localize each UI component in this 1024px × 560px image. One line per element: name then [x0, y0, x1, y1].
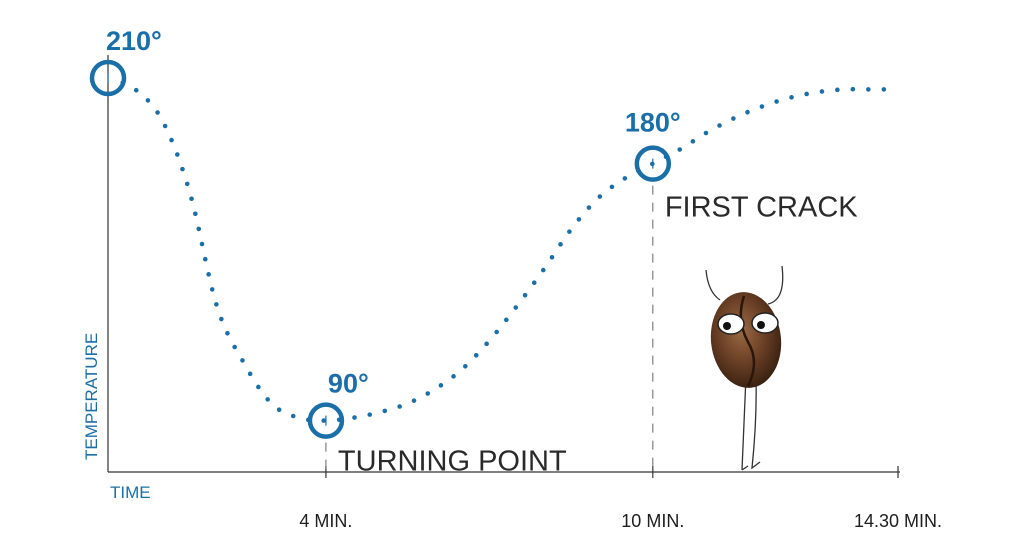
curve-dot-66 — [804, 91, 809, 97]
curve-dot-3 — [155, 110, 160, 115]
curve-dot-24 — [276, 407, 282, 412]
curve-dot-30 — [367, 412, 373, 417]
curve-dot-19 — [232, 344, 237, 350]
curve-dot-23 — [265, 397, 270, 402]
highlight-annotation-2: FIRST CRACK — [665, 192, 858, 224]
curve-dot-47 — [558, 242, 563, 247]
curve-dot-42 — [513, 305, 519, 310]
curve-dot-21 — [247, 371, 253, 377]
curve-dot-64 — [774, 99, 779, 104]
curve-dot-33 — [411, 398, 417, 403]
highlight-value-label-2: 180° — [625, 108, 681, 138]
highlight-marker-2 — [634, 145, 672, 182]
curve-dot-1 — [133, 87, 139, 93]
curve-dot-67 — [819, 89, 825, 94]
curve-dot-31 — [382, 408, 388, 414]
curve-dot-70 — [866, 87, 871, 92]
curve-dot-58 — [690, 139, 696, 144]
highlight-marker-0 — [89, 59, 127, 97]
curve-dot-62 — [745, 109, 750, 115]
highlight-marker-1 — [307, 402, 345, 439]
curve-dot-45 — [540, 267, 546, 273]
curve-dot-6 — [175, 152, 180, 157]
curve-dot-10 — [193, 211, 198, 217]
curve-dot-34 — [425, 391, 431, 396]
curve-dot-4 — [162, 123, 168, 129]
curve-dot-41 — [503, 317, 509, 323]
y-axis-title: TEMPERATURE — [82, 333, 101, 460]
x-tick-label-2: 14.30 MIN. — [854, 511, 942, 531]
curve-dot-32 — [397, 404, 402, 409]
curve-dot-39 — [484, 341, 489, 347]
curve-dot-48 — [567, 229, 572, 234]
curve-dot-11 — [196, 226, 202, 232]
highlight-value-label-0: 210° — [106, 26, 162, 56]
curve-dot-27 — [321, 418, 327, 423]
curve-dot-59 — [703, 130, 709, 136]
curve-dot-12 — [199, 241, 205, 247]
x-tick-label-1: 10 MIN. — [621, 511, 684, 531]
curve-dot-15 — [209, 287, 215, 292]
highlight-annotation-1: TURNING POINT — [338, 446, 567, 478]
coffee-bean-mascot-icon — [705, 265, 784, 471]
curve-dot-36 — [451, 374, 456, 379]
highlight-value-label-1: 90° — [328, 369, 369, 399]
curve-dot-49 — [576, 217, 582, 222]
curve-dot-20 — [240, 358, 245, 363]
curve-dot-38 — [473, 353, 479, 358]
curve-dot-46 — [549, 254, 555, 260]
curve-dot-22 — [256, 384, 261, 390]
curve-dot-68 — [835, 87, 840, 93]
curve-dot-35 — [438, 383, 444, 388]
curve-dot-43 — [522, 292, 528, 298]
x-ticks: 4 MIN. 10 MIN. 14.30 MIN. — [299, 466, 942, 531]
curve-dot-29 — [352, 415, 357, 420]
curve-dot-51 — [597, 194, 603, 199]
curve-dot-2 — [145, 98, 151, 103]
highlight-markers: 210° 90° TURNING POINT 180° FIRST CRACK — [89, 26, 858, 478]
curve-dot-18 — [225, 330, 230, 336]
curve-dot-17 — [219, 316, 224, 322]
curve-dot-53 — [622, 176, 628, 181]
curve-dot-14 — [206, 272, 211, 277]
curve-dot-25 — [290, 413, 296, 419]
curve-dot-13 — [202, 256, 208, 262]
curve-dot-8 — [184, 181, 190, 187]
curve-dot-61 — [731, 116, 736, 121]
curve-dot-40 — [494, 329, 499, 335]
x-axis-title: TIME — [110, 483, 151, 502]
curve-dot-7 — [180, 166, 185, 172]
curve-dot-52 — [609, 184, 615, 190]
curve-dot-9 — [189, 196, 194, 202]
curve-dot-65 — [789, 95, 794, 100]
curve-dot-63 — [759, 104, 765, 109]
curve-dot-44 — [531, 280, 537, 286]
curve-dot-37 — [463, 364, 468, 369]
curve-dot-50 — [586, 205, 592, 210]
curve-dot-5 — [169, 137, 174, 143]
guide-lines — [325, 185, 654, 472]
x-tick-label-0: 4 MIN. — [299, 511, 352, 531]
curve-dot-60 — [717, 123, 722, 128]
curve-dot-69 — [850, 86, 856, 92]
curve-dot-71 — [881, 87, 887, 92]
curve-dot-16 — [214, 302, 219, 307]
curve-dot-57 — [677, 147, 683, 152]
